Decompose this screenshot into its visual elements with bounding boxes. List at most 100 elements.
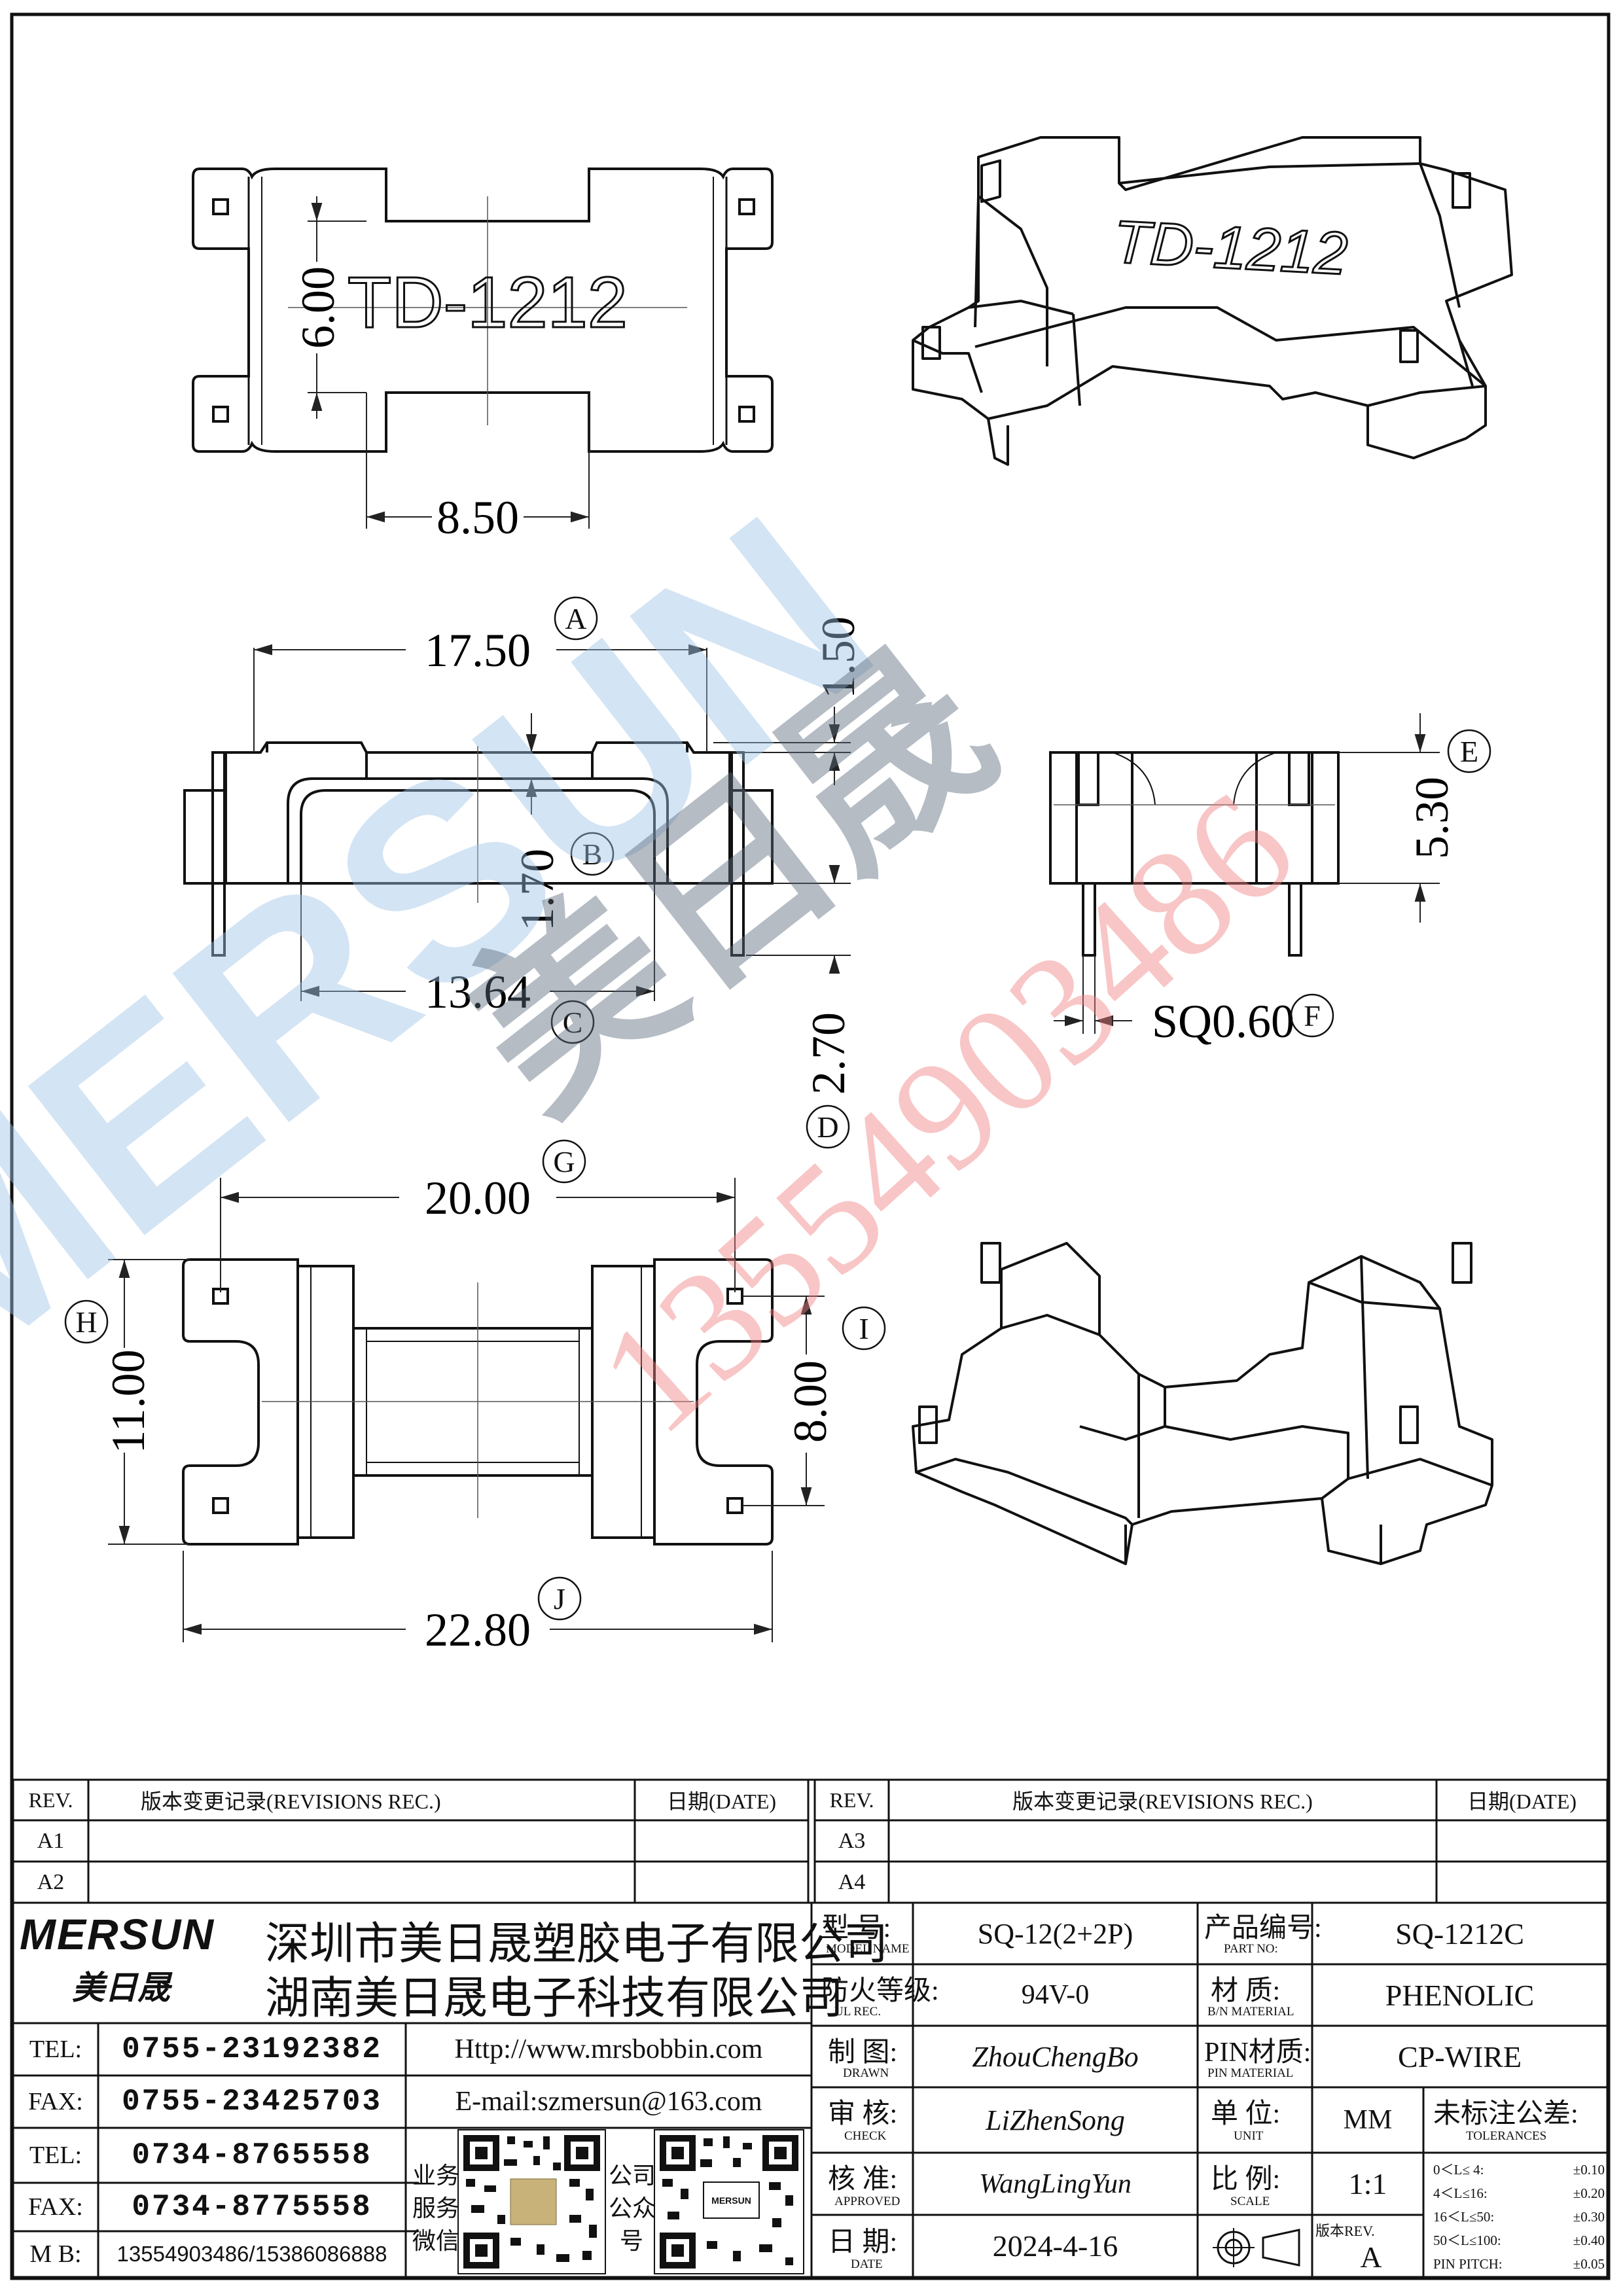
dim-side-inner-height-text: 1.70 xyxy=(511,849,563,931)
qr1-label-line-2: 服务 xyxy=(412,2195,460,2221)
qr1-label-line-3: 微信 xyxy=(412,2228,460,2254)
callout-b: B xyxy=(582,838,603,871)
dim-bottom-height xyxy=(108,1259,190,1545)
company-logo-cn: 美日晟 xyxy=(72,1969,170,2006)
qr2-label: 公司 公众 号 xyxy=(609,2159,656,2257)
spec-scale-label: 比 例: xyxy=(1211,2164,1281,2195)
projection-symbol-icon xyxy=(1213,2228,1300,2267)
spec-model-label: 型 号: xyxy=(821,1913,891,1943)
spec-ul-value: 94V-0 xyxy=(1021,1980,1090,2010)
dim-top-height xyxy=(308,196,366,419)
company-website: Http://www.mrsbobbin.com xyxy=(454,2034,763,2064)
callout-bubbles xyxy=(64,596,1491,1621)
tolerance-row: 0＜L≤ 4: ±0.10 xyxy=(1433,2158,1605,2181)
bottom-view-centerlines xyxy=(262,1282,694,1518)
dim-side-top-text: 1.50 xyxy=(812,616,865,699)
watermark: MERSUN 美日晟 13554903486 xyxy=(0,459,1325,1466)
tolerance-table: 0＜L≤ 4:±0.10 4＜L≤16:±0.20 16＜L≤50:±0.30 … xyxy=(1433,2158,1605,2276)
dim-top-width xyxy=(366,393,590,529)
callout-h: H xyxy=(75,1305,97,1339)
tolerance-value: ±0.10 xyxy=(1573,2162,1605,2178)
spec-drawn-label: 制 图: xyxy=(828,2038,898,2068)
spec-pin-material-label: PIN材质: xyxy=(1204,2038,1311,2068)
company-email: E-mail:szmersun@163.com xyxy=(455,2087,762,2117)
qr-code-2 xyxy=(654,2129,804,2274)
rev-right-row-a3: A3 xyxy=(838,1828,866,1853)
dim-end-height-text: 5.30 xyxy=(1406,777,1458,859)
contact-value-mobile: 13554903486/15386086888 xyxy=(116,2242,387,2266)
contact-label-tel-1: TEL: xyxy=(29,2036,82,2063)
spec-unit-value: MM xyxy=(1343,2105,1393,2135)
dim-top-height-text: 6.00 xyxy=(292,266,344,349)
dim-pin-size-text: SQ0.60 xyxy=(1152,995,1294,1048)
spec-tolerance-label: 未标注公差: xyxy=(1433,2099,1578,2129)
tolerance-value: ±0.05 xyxy=(1573,2256,1605,2272)
iso-top-part-mark: TD-1212 xyxy=(1112,209,1349,288)
dim-pin-size xyxy=(1054,955,1132,1034)
dim-bottom-width xyxy=(183,1551,773,1642)
contact-value-tel-2: 0734-8765558 xyxy=(132,2138,372,2172)
tolerance-value: ±0.30 xyxy=(1573,2209,1605,2225)
company-logo: MERSUN xyxy=(20,1910,215,1958)
spec-model-label-en: MODEL NAME xyxy=(826,1942,910,1956)
dim-pin-length-text: 2.70 xyxy=(802,1012,855,1095)
spec-drawn-value: ZhouChengBo xyxy=(972,2040,1139,2073)
callout-a: A xyxy=(565,602,586,635)
company-name-shenzhen: 深圳市美日晟塑胶电子有限公司 xyxy=(265,1919,889,1969)
callout-e: E xyxy=(1460,735,1478,768)
spec-check-label-en: CHECK xyxy=(844,2129,887,2143)
callout-g: G xyxy=(553,1145,575,1178)
dim-bottom-pin-pitch xyxy=(220,1178,736,1292)
contact-value-fax-2: 0734-8775558 xyxy=(132,2190,372,2224)
sheet-border xyxy=(10,12,1611,2280)
tolerance-row: 4＜L≤16:±0.20 xyxy=(1433,2181,1605,2205)
spec-check-label: 审 核: xyxy=(828,2099,898,2129)
contact-label-mobile: M B: xyxy=(29,2240,82,2268)
contact-label-fax-1: FAX: xyxy=(28,2088,83,2115)
callout-i: I xyxy=(859,1312,868,1345)
spec-ul-label: 防火等级: xyxy=(821,1976,939,2006)
spec-part-value: SQ-1212C xyxy=(1395,1916,1524,1951)
spec-date-value: 2024-4-16 xyxy=(992,2229,1118,2263)
top-view xyxy=(192,168,774,453)
top-view-centerlines xyxy=(288,196,687,425)
rev-left-date-header: 日期(DATE) xyxy=(666,1790,777,1813)
dim-side-width-text: 17.50 xyxy=(425,624,531,677)
tolerance-range: 0＜L≤ 4: xyxy=(1433,2162,1484,2178)
dim-side-inner-width-text: 13.64 xyxy=(425,966,531,1018)
spec-unit-label: 单 位: xyxy=(1211,2099,1281,2129)
rev-left-row-a1: A1 xyxy=(37,1828,65,1853)
qr2-label-line-3: 号 xyxy=(619,2228,643,2254)
spec-part-label-en: PART NO: xyxy=(1224,1942,1278,1956)
spec-unit-label-en: UNIT xyxy=(1234,2129,1264,2143)
contact-label-fax-2: FAX: xyxy=(28,2193,83,2221)
rev-left-row-a2: A2 xyxy=(37,1869,65,1894)
tolerance-range: 4＜L≤16: xyxy=(1433,2185,1488,2201)
spec-tolerance-label-en: TOLERANCES xyxy=(1466,2129,1547,2143)
tolerance-row: 16＜L≤50: ±0.30 xyxy=(1433,2205,1605,2229)
company-name-hunan: 湖南美日晟电子科技有限公司 xyxy=(265,1973,844,2023)
rev-right-record-header: 版本变更记录(REVISIONS REC.) xyxy=(1012,1790,1313,1813)
qr-code-1 xyxy=(457,2129,606,2274)
end-view xyxy=(1049,751,1340,957)
tolerance-row: 50＜L≤100:±0.40 xyxy=(1433,2229,1605,2252)
contact-value-tel-1: 0755-23192382 xyxy=(122,2032,382,2066)
dim-side-inner-width xyxy=(300,883,655,1001)
dim-side-width xyxy=(253,644,707,752)
spec-model-value: SQ-12(2+2P) xyxy=(977,1917,1133,1950)
tolerance-range: 16＜L≤50: xyxy=(1433,2209,1495,2225)
title-block-grid xyxy=(12,1778,1609,2278)
iso-view-top xyxy=(912,136,1513,466)
tolerance-range: 50＜L≤100: xyxy=(1433,2233,1501,2248)
spec-material-label-en: B/N MATERIAL xyxy=(1207,2005,1294,2019)
spec-scale-label-en: SCALE xyxy=(1230,2195,1270,2208)
spec-version-value: A xyxy=(1360,2240,1382,2274)
spec-pin-material-value: CP-WIRE xyxy=(1397,2040,1522,2074)
callout-letters: A B C D E F G H I J xyxy=(75,602,1478,1616)
rev-right-date-header: 日期(DATE) xyxy=(1467,1790,1577,1813)
callout-j: J xyxy=(554,1582,565,1616)
dim-bottom-pin-row xyxy=(743,1296,825,1506)
rev-left-header: REV. xyxy=(28,1788,73,1812)
spec-date-label: 日 期: xyxy=(828,2227,898,2257)
